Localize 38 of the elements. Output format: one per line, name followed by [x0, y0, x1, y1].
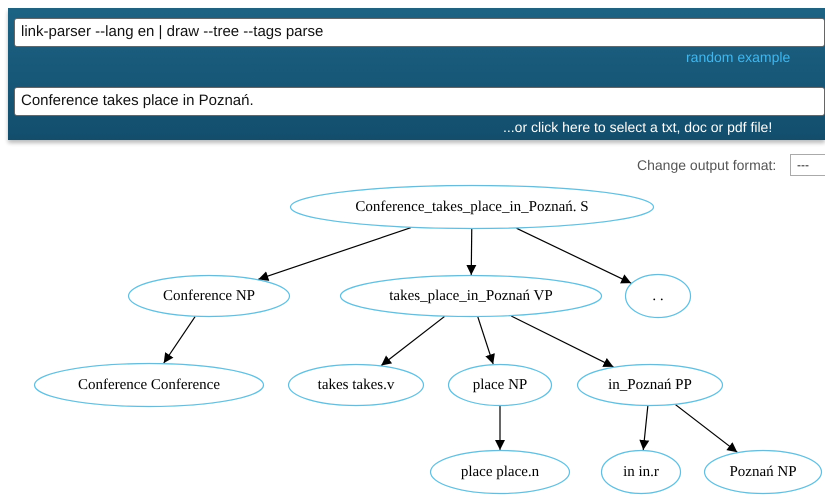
- arrow: [380, 316, 445, 366]
- node-label: takes_place_in_Poznań VP: [388, 287, 554, 305]
- ellipse-node: [448, 364, 552, 406]
- arrow: [510, 315, 614, 368]
- ellipse-node: [340, 275, 602, 317]
- link: random example: [686, 49, 790, 65]
- ellipse-node: [128, 275, 290, 317]
- ellipse-node: [577, 364, 723, 406]
- ellipse-node: [625, 274, 691, 318]
- input-field: Conference takes place in Poznań.: [14, 87, 825, 116]
- arrow: [675, 404, 738, 453]
- node-label: Conference_takes_place_in_Poznań. S: [354, 198, 590, 216]
- node-label: Conference Conference: [76, 376, 221, 394]
- dropdown: ---: [790, 154, 825, 176]
- ellipse-node: [430, 450, 570, 494]
- node-label: . .: [651, 287, 665, 305]
- node-label: takes takes.v: [316, 376, 396, 394]
- arrow: [258, 227, 411, 281]
- field-label: Change output format:: [637, 157, 776, 173]
- ellipse-node: [290, 185, 654, 229]
- node-label: place place.n: [460, 463, 540, 481]
- node-label: Conference NP: [162, 287, 256, 305]
- arrow: [466, 229, 476, 275]
- arrow: [639, 406, 650, 450]
- input-field: link-parser --lang en | draw --tree --tags parse: [14, 18, 825, 47]
- arrow: [477, 316, 495, 364]
- node-label: place NP: [472, 376, 528, 394]
- ellipse-node: [601, 450, 681, 494]
- arrow: [495, 406, 505, 450]
- arrow: [163, 316, 196, 364]
- link: ...or click here to select a txt, doc or pdf file!: [503, 119, 772, 135]
- ellipse-node: [288, 364, 424, 406]
- node-label: Poznań NP: [728, 463, 798, 481]
- node-label: in_Poznań PP: [607, 376, 693, 394]
- node-label: in in.r: [622, 463, 660, 481]
- ellipse-node: [34, 363, 264, 407]
- ellipse-node: [704, 450, 822, 494]
- arrow: [516, 228, 632, 284]
